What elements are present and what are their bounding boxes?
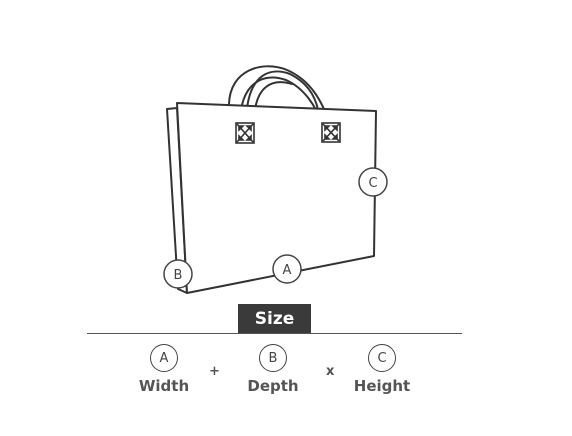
divider-line (87, 333, 462, 334)
handle-clip-right (321, 122, 341, 143)
svg-text:B: B (174, 268, 183, 283)
legend-circle-c: C (368, 344, 396, 372)
size-badge: Size (238, 304, 311, 334)
bag-front-panel (176, 102, 377, 294)
handle-clip-left (235, 122, 255, 144)
legend-width: A Width (114, 344, 214, 395)
svg-text:C: C (368, 176, 377, 191)
legend-depth: B Depth (223, 344, 323, 395)
legend-label-height: Height (353, 377, 411, 395)
legend-circle-b: B (259, 344, 287, 372)
legend-circle-a: A (150, 344, 178, 372)
times-operator: x (326, 364, 335, 379)
marker-c: C (358, 167, 388, 197)
legend-label-width: Width (138, 377, 190, 395)
marker-b: B (163, 259, 193, 289)
legend-height: C Height (332, 344, 432, 395)
marker-a: A (272, 254, 302, 284)
plus-operator: + (209, 364, 220, 379)
legend-label-depth: Depth (247, 377, 299, 395)
svg-text:A: A (283, 263, 292, 278)
